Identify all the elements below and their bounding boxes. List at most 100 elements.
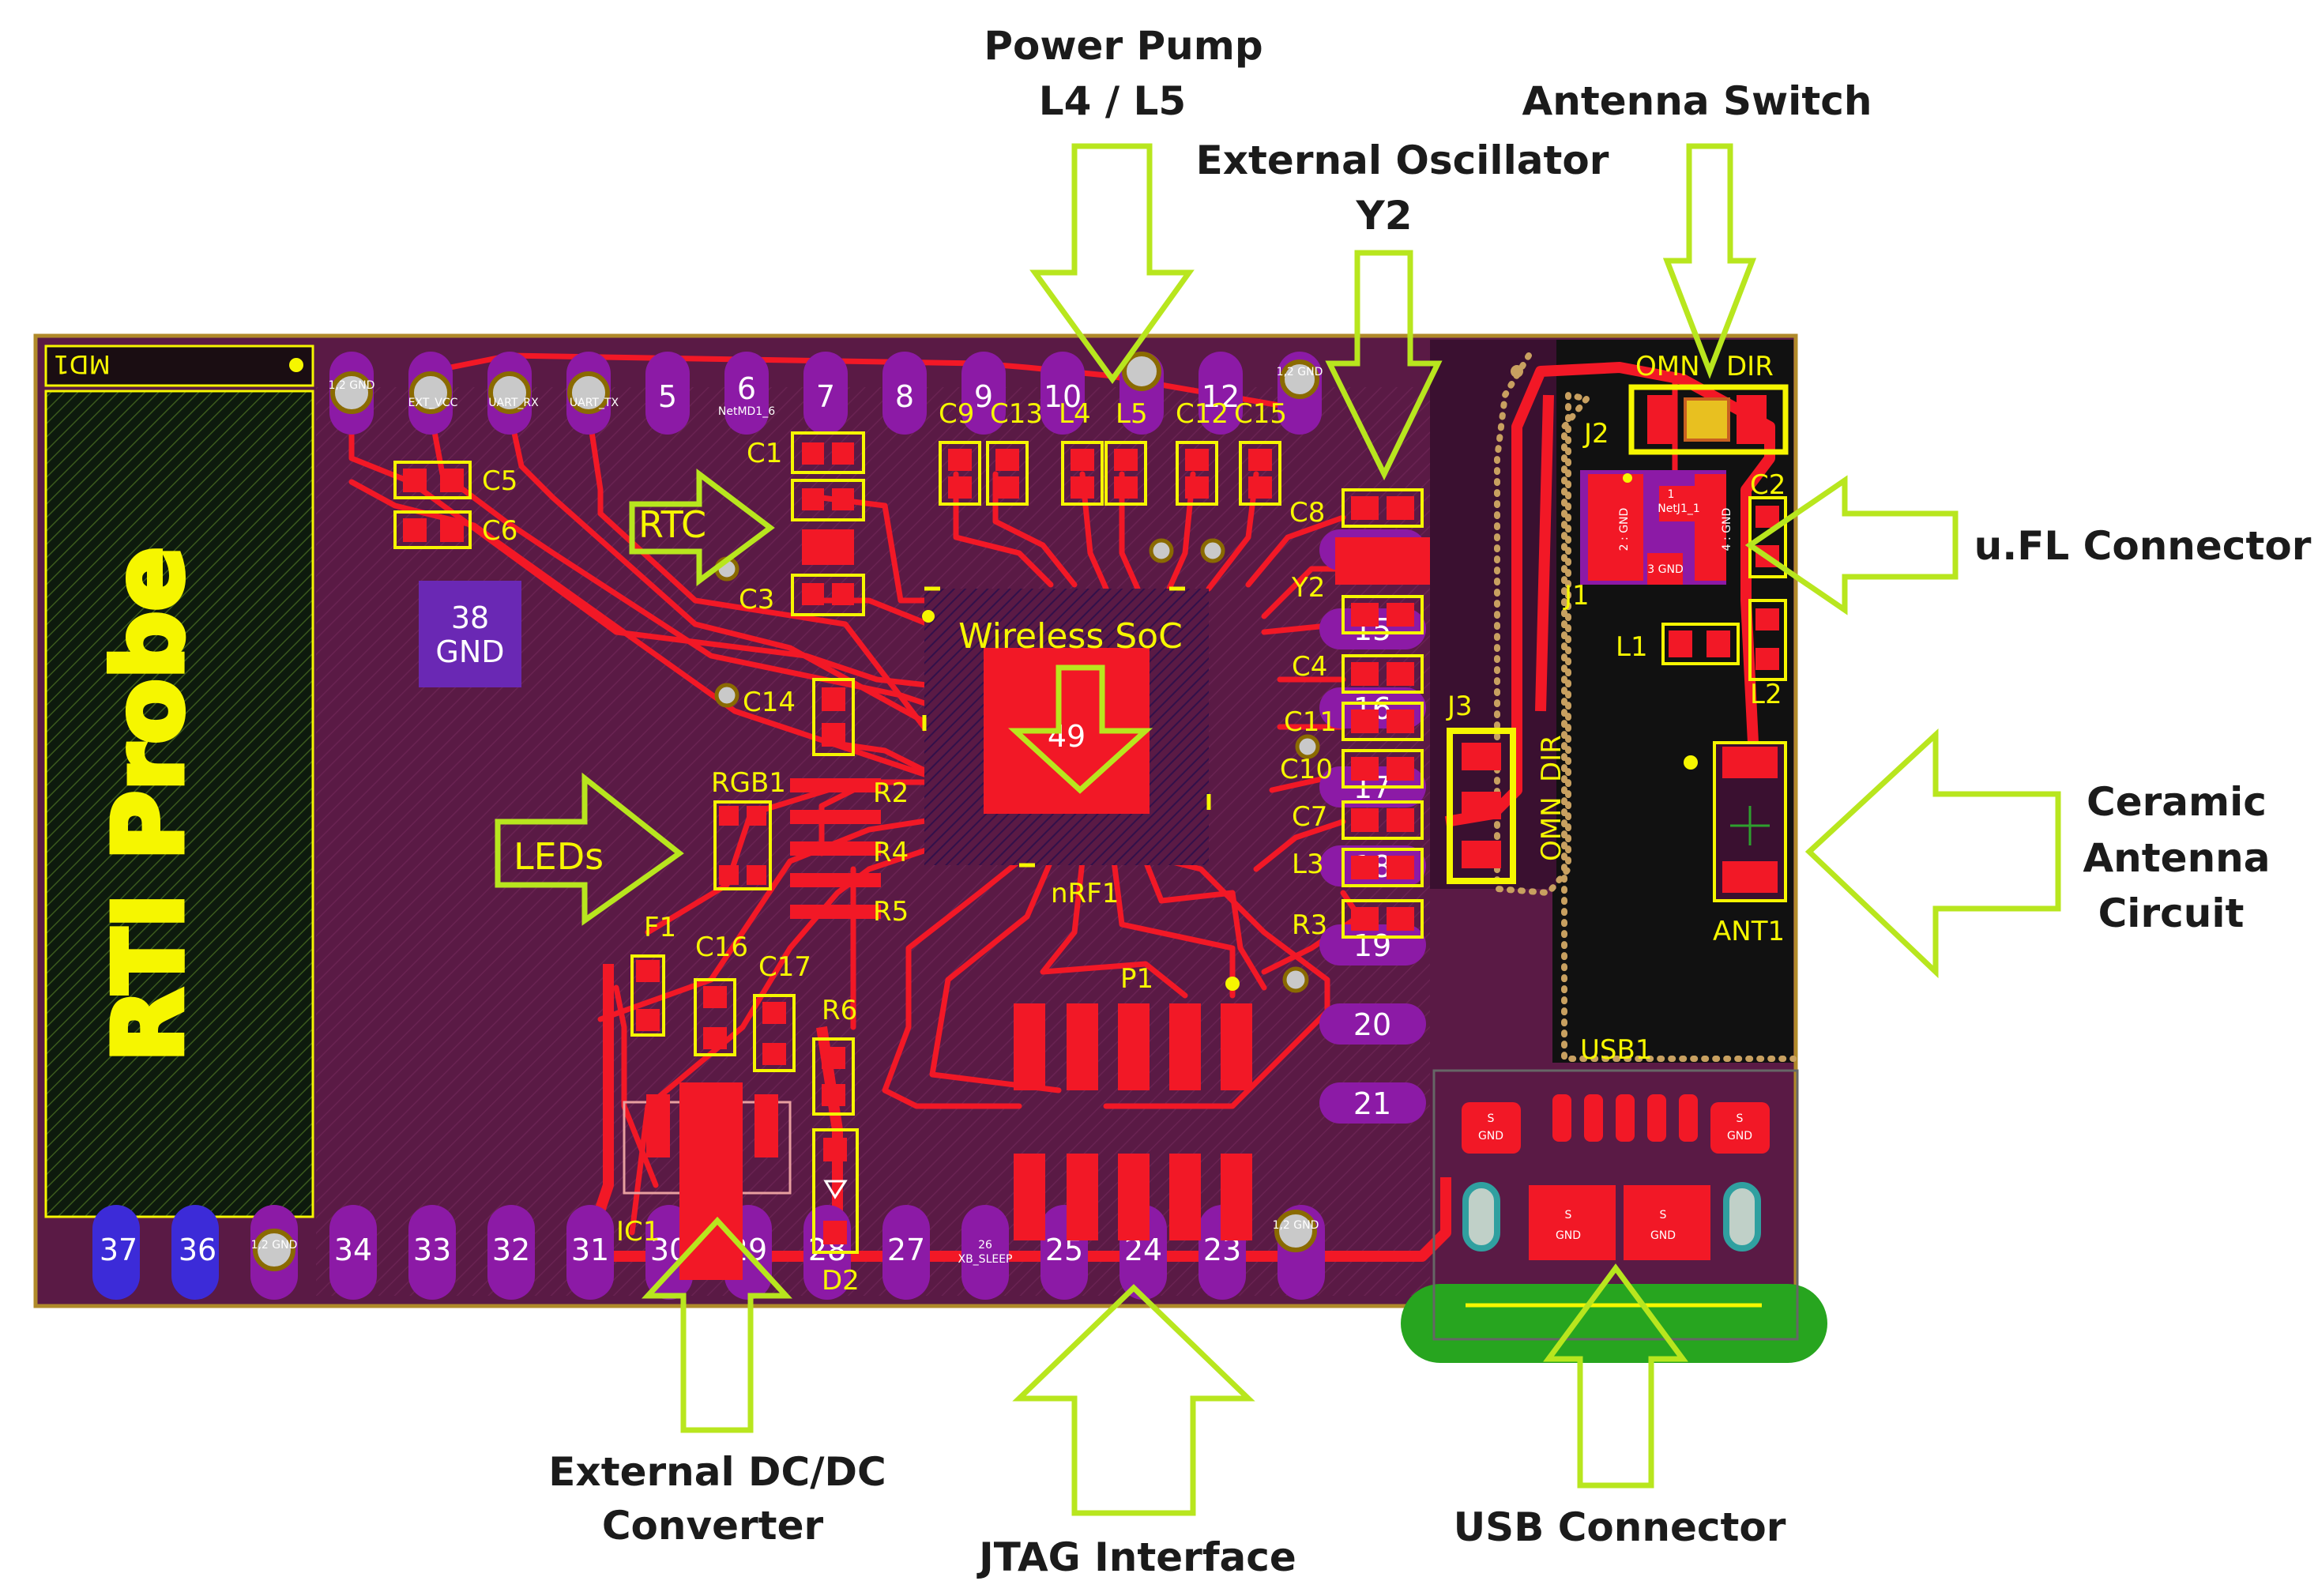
designator: DIR (1536, 735, 1567, 782)
designator: R3 (1292, 909, 1327, 941)
j1-net: NetJ1_1 (1658, 503, 1700, 515)
edge-pad-small: UART_TX (570, 397, 619, 409)
designator: F1 (644, 912, 676, 943)
chip-label: Wireless SoC (958, 616, 1183, 657)
edge-pad-small: UART_RX (488, 397, 539, 409)
edge-pad (803, 352, 848, 435)
rtc-label: RTC (638, 503, 706, 546)
pad-number: 38 (451, 600, 489, 635)
designator: DIR (1726, 351, 1774, 382)
designator: C16 (695, 932, 748, 963)
edge-pad-number: 32 (492, 1233, 530, 1267)
edge-pad (645, 352, 690, 435)
center-pad-number: 49 (1048, 719, 1086, 754)
gnd-pad-38: 38 GND (419, 581, 521, 687)
usb-shield-label: S (1737, 1112, 1744, 1125)
ceramic-title-1: Ceramic (2087, 779, 2267, 825)
designator: C1 (747, 438, 782, 469)
edge-pad-number: 19 (1353, 928, 1391, 963)
designator: R4 (873, 837, 909, 868)
designator: IC1 (616, 1216, 660, 1248)
leds-label: LEDs (514, 835, 604, 878)
usb-shield-gnd: GND (1727, 1130, 1752, 1142)
edge-pad-number: 27 (887, 1233, 925, 1267)
gnd-via (1280, 359, 1319, 399)
designator: ANT1 (1713, 916, 1785, 947)
antenna-switch-title: Antenna Switch (1522, 78, 1872, 124)
oscillator-arrow (1325, 250, 1443, 480)
edge-pad-small: 1,2 GND (1273, 1219, 1319, 1232)
ceramic-title-3: Circuit (2098, 890, 2245, 936)
soc-arrow (1007, 664, 1153, 794)
ufl-title: u.FL Connector (1974, 523, 2312, 569)
usb-shield-gnd: GND (1478, 1130, 1503, 1142)
designator: C10 (1280, 754, 1333, 785)
designator: C11 (1284, 706, 1337, 738)
usb-title: USB Connector (1454, 1504, 1786, 1550)
edge-pad-small: XB_SLEEP (958, 1253, 1012, 1266)
designator: D2 (822, 1265, 860, 1297)
edge-pad-number: 12 (1202, 379, 1240, 414)
wireless-soc: 49 Wireless SoC nRF1 (922, 586, 1211, 909)
j1-pad3: 3 GND (1647, 563, 1683, 576)
chip-ref: nRF1 (1051, 878, 1119, 909)
edge-pad-small: 1,2 GND (1277, 366, 1323, 378)
edge-pad-number: 37 (100, 1233, 137, 1267)
edge-pad-number: 36 (179, 1233, 216, 1267)
designator: RGB1 (711, 767, 786, 799)
ceramic-antenna-arrow (1804, 728, 2061, 979)
j1-pad1: 1 (1668, 488, 1675, 501)
edge-pad-number: 7 (816, 379, 835, 414)
edge-pad-small: EXT_VCC (408, 397, 458, 409)
designator: C17 (758, 951, 811, 983)
jtag-title: JTAG Interface (976, 1534, 1296, 1580)
ceramic-title-2: Antenna (2083, 835, 2270, 881)
oscillator-subtitle: Y2 (1356, 193, 1413, 239)
pcb-board (33, 333, 1798, 1308)
designator: R5 (873, 896, 909, 928)
rtc-arrow (629, 468, 775, 586)
designator: C5 (482, 465, 517, 497)
oscillator-title: External Oscillator (1196, 137, 1609, 183)
designator: OMN (1536, 796, 1567, 861)
designator: C7 (1292, 801, 1327, 833)
jtag-arrow (1012, 1284, 1255, 1516)
edge-pad-small: 1,2 GND (329, 379, 375, 392)
designator: C6 (482, 515, 517, 547)
top-edge-pads: 1,2 GND EXT_VCC UART_RX UART_TX 5 6 NetM… (329, 352, 1323, 435)
designator: C2 (1750, 469, 1786, 501)
edge-pad-number: 20 (1353, 1007, 1391, 1042)
designator: C15 (1234, 398, 1287, 430)
edge-pad-number: 5 (658, 379, 677, 414)
dcdc-title-1: External DC/DC (548, 1449, 886, 1495)
edge-pad-number: 34 (334, 1233, 372, 1267)
pad-name: GND (435, 634, 504, 669)
silkscreen-labels: C5 C6 C1 C3 C14 C9 C13 L4 L5 C12 C15 C8 … (482, 351, 1786, 1297)
usb-arrow (1543, 1263, 1688, 1489)
designator: J3 (1446, 691, 1473, 722)
designator: USB1 (1580, 1034, 1652, 1066)
designator: L3 (1292, 849, 1324, 880)
j1-pad4: 4 : GND (1721, 508, 1733, 551)
designator: J1 (1563, 580, 1590, 612)
usb-shield-label: S (1488, 1112, 1495, 1125)
edge-pad-number: 26 (978, 1239, 992, 1252)
edge-pad (1199, 352, 1243, 435)
designator: R2 (873, 777, 909, 809)
antenna-region: 2 : GND 4 : GND 1 NetJ1_1 3 GND (1447, 352, 1797, 1062)
via (1122, 352, 1161, 391)
edge-pad-number: 31 (571, 1233, 609, 1267)
module-ref: MD1 (53, 349, 111, 379)
edge-pad-small: NetMD1_6 (718, 405, 775, 418)
edge-pad (961, 352, 1006, 435)
via (409, 371, 452, 414)
edge-pad-number: 33 (413, 1233, 451, 1267)
usb-connector: S GND S GND S GND S GND (1401, 1069, 1827, 1363)
callout-arrows (495, 143, 2061, 1516)
jtag-header (1014, 977, 1252, 1240)
designator: C3 (739, 584, 774, 615)
edge-pad-number: 9 (974, 379, 993, 414)
edge-pad-small: 1,2 GND (251, 1239, 298, 1252)
designator: C4 (1292, 651, 1327, 683)
power-pump-subtitle: L4 / L5 (1039, 78, 1186, 124)
